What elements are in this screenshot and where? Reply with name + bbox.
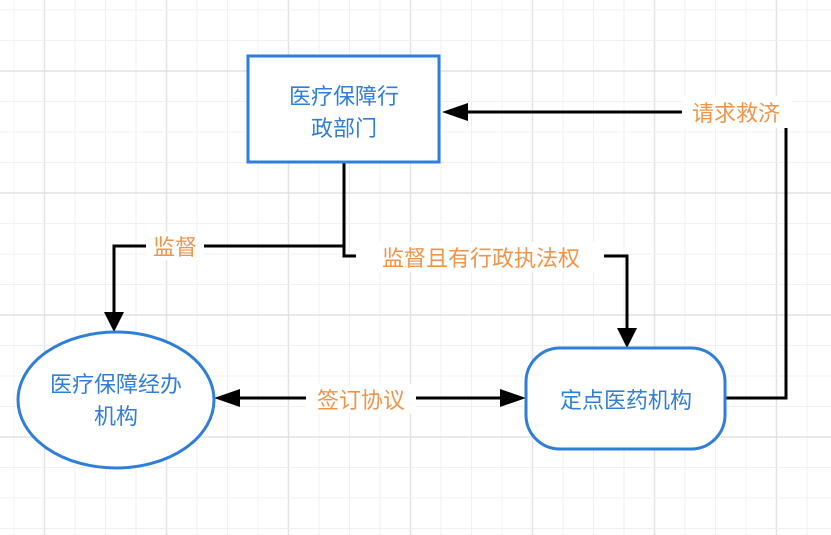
arrowhead-icon [214, 389, 240, 407]
edge-supervise-enforce[interactable]: 监督且有行政执法权 [342, 162, 637, 348]
edge-label-relief: 请求救济 [692, 102, 780, 127]
edge-line [460, 110, 788, 400]
edge-label-bg [306, 384, 416, 414]
arrowhead-icon [442, 103, 468, 121]
node-label-line: 定点医药机构 [560, 389, 692, 414]
node-designated[interactable]: 定点医药机构 [524, 346, 727, 451]
node-admin-dept[interactable]: 医疗保障行 政部门 [246, 54, 441, 164]
edge-relief[interactable]: 请求救济 [442, 96, 792, 400]
arrowhead-icon [104, 312, 124, 332]
node-agency[interactable]: 医疗保障经办 机构 [16, 330, 216, 470]
edge-label-agreement: 签订协议 [317, 389, 405, 414]
edge-supervise[interactable]: 监督 [104, 162, 346, 332]
edge-label-bg [682, 96, 792, 128]
node-label-line: 政部门 [311, 117, 377, 142]
edge-label-bg [146, 232, 204, 260]
arrowhead-icon [617, 328, 637, 348]
edge-label-supervise-enforce: 监督且有行政执法权 [382, 247, 580, 272]
edge-label-supervise: 监督 [153, 236, 197, 261]
arrowhead-icon [500, 389, 526, 407]
node-shape-rectangle [246, 54, 441, 164]
node-label-line: 医疗保障经办 [50, 373, 182, 398]
node-label-line: 医疗保障行 [289, 85, 399, 110]
edge-agreement[interactable]: 签订协议 [214, 384, 526, 414]
node-label-line: 机构 [94, 405, 138, 430]
node-shape-rounded-rectangle [524, 346, 727, 451]
edge-label-bg [356, 242, 604, 272]
node-shape-ellipse [16, 330, 216, 470]
